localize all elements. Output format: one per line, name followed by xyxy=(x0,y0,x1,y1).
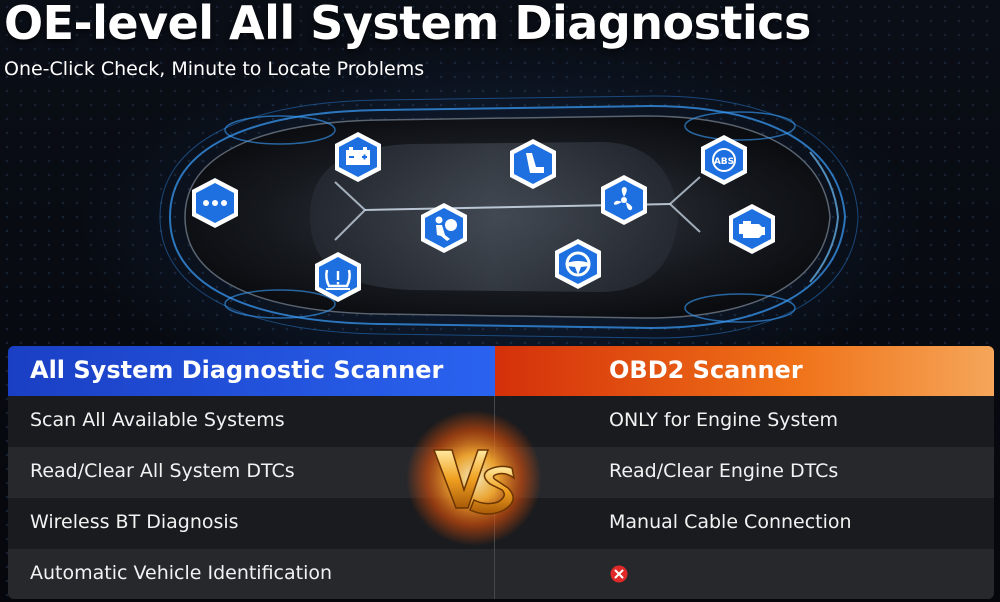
right-column-header: OBD2 Scanner xyxy=(495,346,994,396)
row-right-cell: Manual Cable Connection xyxy=(609,511,852,533)
airbag-icon xyxy=(417,201,471,255)
left-column-header: All System Diagnostic Scanner xyxy=(8,346,495,396)
fan-icon xyxy=(597,173,651,227)
seat-icon xyxy=(506,137,560,191)
vs-emblem xyxy=(406,410,542,546)
engine-icon xyxy=(725,202,779,256)
page-title: OE-level All System Diagnostics xyxy=(4,0,811,50)
tpms-icon xyxy=(311,250,365,304)
row-right-cell: Read/Clear Engine DTCs xyxy=(609,460,839,482)
cross-icon xyxy=(610,565,628,583)
abs-icon: ABS xyxy=(697,133,751,187)
row-left-cell: Scan All Available Systems xyxy=(30,409,285,431)
battery-icon xyxy=(331,130,385,184)
more-icon xyxy=(188,176,242,230)
row-left-cell: Wireless BT Diagnosis xyxy=(30,511,239,533)
row-right-cell: ONLY for Engine System xyxy=(609,409,839,431)
page-subtitle: One-Click Check, Minute to Locate Proble… xyxy=(4,58,425,80)
row-left-cell: Read/Clear All System DTCs xyxy=(30,460,295,482)
left-header-label: All System Diagnostic Scanner xyxy=(30,356,444,384)
svg-text:ABS: ABS xyxy=(714,157,734,167)
steering-wheel-icon xyxy=(551,237,605,291)
row-left-cell: Automatic Vehicle Identification xyxy=(30,562,333,584)
right-header-label: OBD2 Scanner xyxy=(609,356,803,384)
table-row: Automatic Vehicle Identification xyxy=(8,549,994,599)
